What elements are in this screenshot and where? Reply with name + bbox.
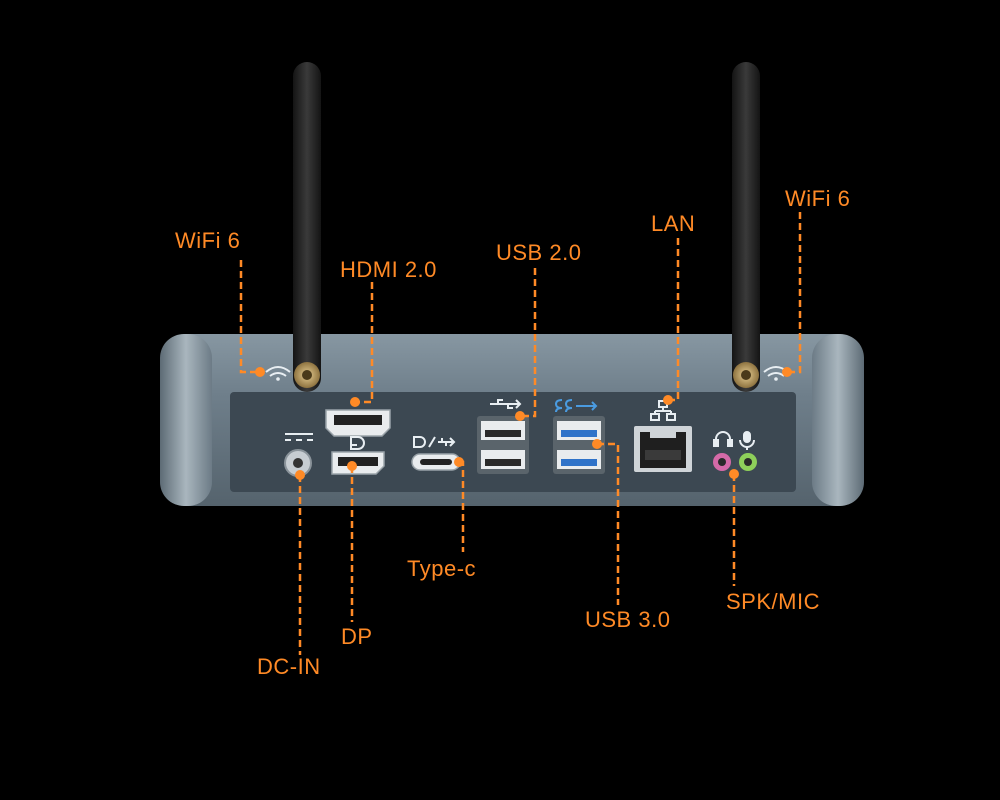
type-c-icon: [413, 436, 456, 448]
spk-mic-label: SPK/MIC: [726, 589, 820, 614]
lan-port: [634, 426, 692, 472]
wifi-left-label: WiFi 6: [175, 228, 241, 253]
mic-jack: [739, 453, 757, 471]
dp-port: [331, 451, 385, 475]
microphone-icon: [739, 431, 755, 450]
wifi-right-label: WiFi 6: [785, 186, 851, 211]
wifi-icon: [265, 366, 291, 381]
antenna-left: [293, 62, 321, 392]
usb3-label: USB 3.0: [585, 607, 671, 632]
usb2-ports: [477, 416, 529, 474]
network-icon: [650, 400, 676, 421]
headphone-icon: [713, 431, 733, 447]
leader-endpoints: [255, 367, 792, 480]
dc-power-icon: [285, 433, 313, 441]
antenna-right: [732, 62, 760, 392]
speaker-jack: [713, 453, 731, 471]
type-c-label: Type-c: [407, 556, 477, 581]
usb-icon: [490, 399, 522, 409]
hdmi-label: HDMI 2.0: [340, 257, 437, 282]
dc-in-label: DC-IN: [257, 654, 321, 679]
displayport-icon: [350, 436, 365, 450]
usb3-ss-icon: [554, 399, 598, 413]
hdmi-port: [325, 409, 391, 437]
dp-label: DP: [341, 624, 373, 649]
usb2-label: USB 2.0: [496, 240, 582, 265]
usb3-ports: [553, 416, 605, 474]
type-c-port: [411, 453, 461, 471]
lan-label: LAN: [651, 211, 696, 236]
